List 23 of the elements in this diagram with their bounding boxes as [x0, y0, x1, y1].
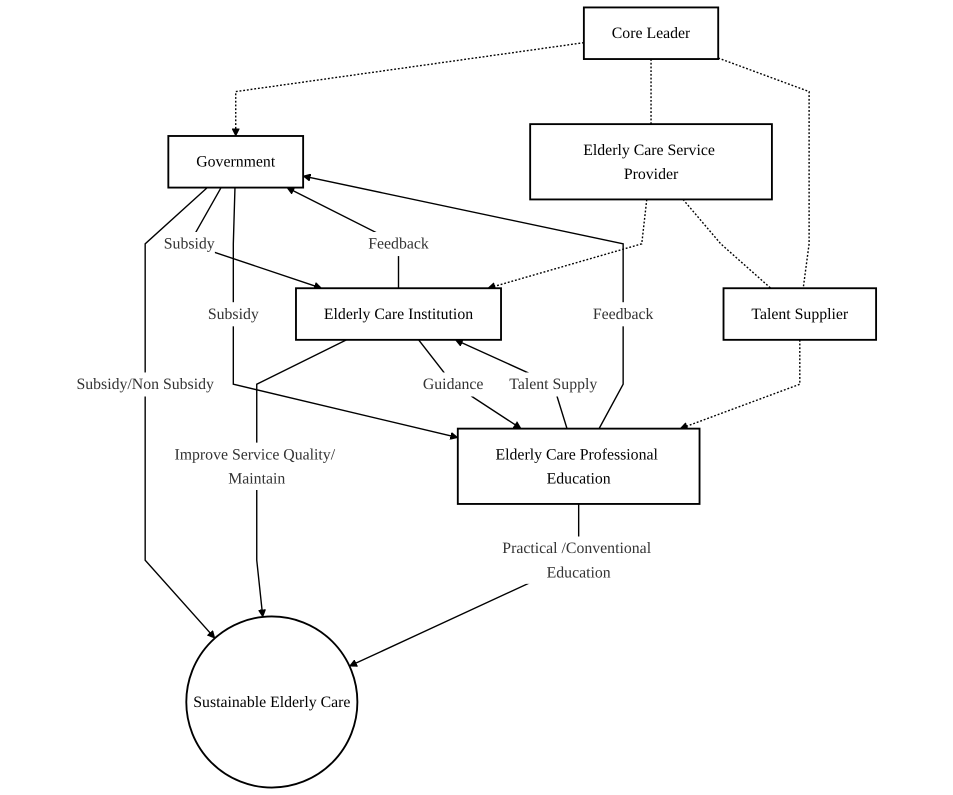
- edge-label: Practical /Conventional Education: [502, 539, 652, 581]
- edge-label: Improve Service Quality/ Maintain: [174, 445, 336, 487]
- edge-label: Subsidy: [208, 304, 260, 323]
- connector: [682, 198, 772, 289]
- node-box: Elderly Care Professional Education: [457, 428, 701, 505]
- edge-label: Talent Supply: [510, 375, 598, 393]
- node-box: Elderly Care Service Provider: [529, 123, 774, 200]
- edge-label: Feedback: [368, 234, 430, 252]
- arrow: [144, 187, 216, 639]
- connector: [718, 57, 810, 288]
- arrow: [680, 340, 801, 430]
- connector: [650, 59, 652, 124]
- node-box: Core Leader: [583, 6, 720, 60]
- arrow: [232, 42, 584, 136]
- node-box: Elderly Care Institution: [295, 287, 502, 341]
- node-circle: Sustainable Elderly Care: [186, 616, 359, 788]
- edge-label: Guidance: [423, 375, 484, 393]
- node-box: Talent Supplier: [722, 287, 878, 341]
- edge-label: Subsidy: [164, 234, 215, 252]
- edge-label: Feedback: [593, 304, 654, 323]
- arrow: [418, 339, 522, 429]
- node-box: Government: [168, 135, 304, 189]
- edge-label: Subsidy/Non Subsidy: [76, 375, 214, 393]
